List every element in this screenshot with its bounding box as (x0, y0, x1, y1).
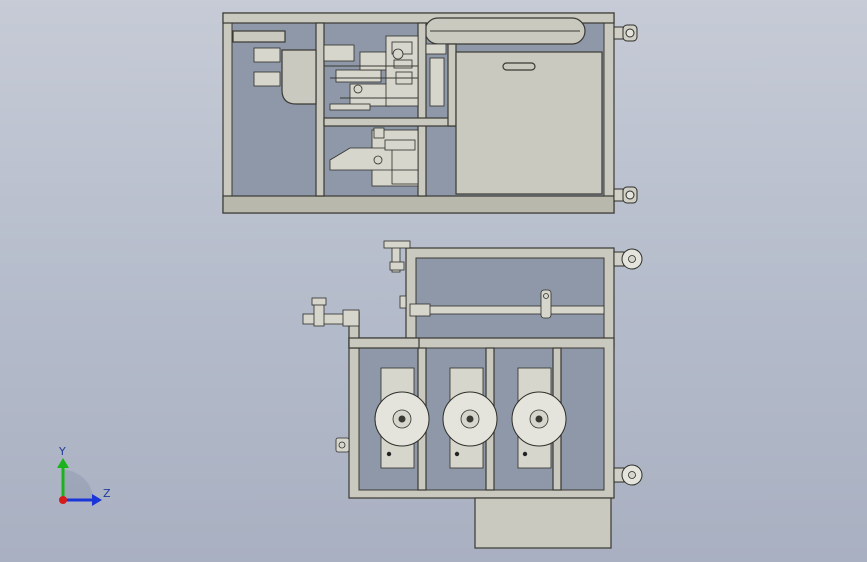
top-left-curved-plate (281, 49, 317, 105)
front-shaft-end (399, 295, 407, 309)
top-view-post-left (315, 22, 325, 197)
front-top-lever-base (389, 261, 405, 271)
front-handle-block (342, 309, 360, 327)
front-top-lever-head (383, 240, 411, 249)
z-axis-arrowhead (92, 494, 102, 506)
front-shaft-bearing (409, 303, 431, 317)
front-view (302, 240, 643, 549)
top-view-lower-mechanism (329, 127, 419, 187)
top-view-caster-bottom (613, 186, 638, 204)
triad-origin (59, 496, 67, 504)
roll-station-2 (442, 367, 498, 469)
top-view-bottom-rail (222, 195, 615, 214)
top-view-cover-panel (455, 51, 603, 195)
roll-station-1 (374, 367, 430, 469)
cover-panel-handle-slot (502, 62, 536, 71)
front-caster-top (613, 248, 643, 270)
roll-axle (398, 415, 406, 423)
front-handle-grip (313, 301, 325, 327)
front-left-shelf (348, 337, 420, 349)
front-upper-opening (415, 257, 605, 339)
roll-axle (535, 415, 543, 423)
z-axis-label: Z (103, 487, 111, 500)
front-bottom-box (474, 497, 612, 549)
top-view (222, 12, 638, 214)
top-left-bracket (232, 30, 286, 43)
y-axis-label: Y (58, 445, 66, 458)
roll-station-3 (511, 367, 567, 469)
top-view-caster-top (613, 24, 638, 42)
front-guide-shaft (415, 305, 605, 315)
top-view-inner-post (447, 43, 457, 127)
top-view-cross-beam (323, 117, 457, 127)
top-view-post-mid (417, 22, 427, 197)
coordinate-triad: Y Z (57, 445, 111, 506)
triad-plane-indicator (63, 470, 93, 500)
top-view-mechanism (323, 35, 447, 111)
front-caster-bottom (613, 464, 643, 486)
front-handle-cap (311, 297, 327, 306)
y-axis-arrowhead (57, 458, 69, 468)
top-left-block-a (253, 47, 281, 63)
roll-axle (466, 415, 474, 423)
top-left-block-b (253, 71, 281, 87)
